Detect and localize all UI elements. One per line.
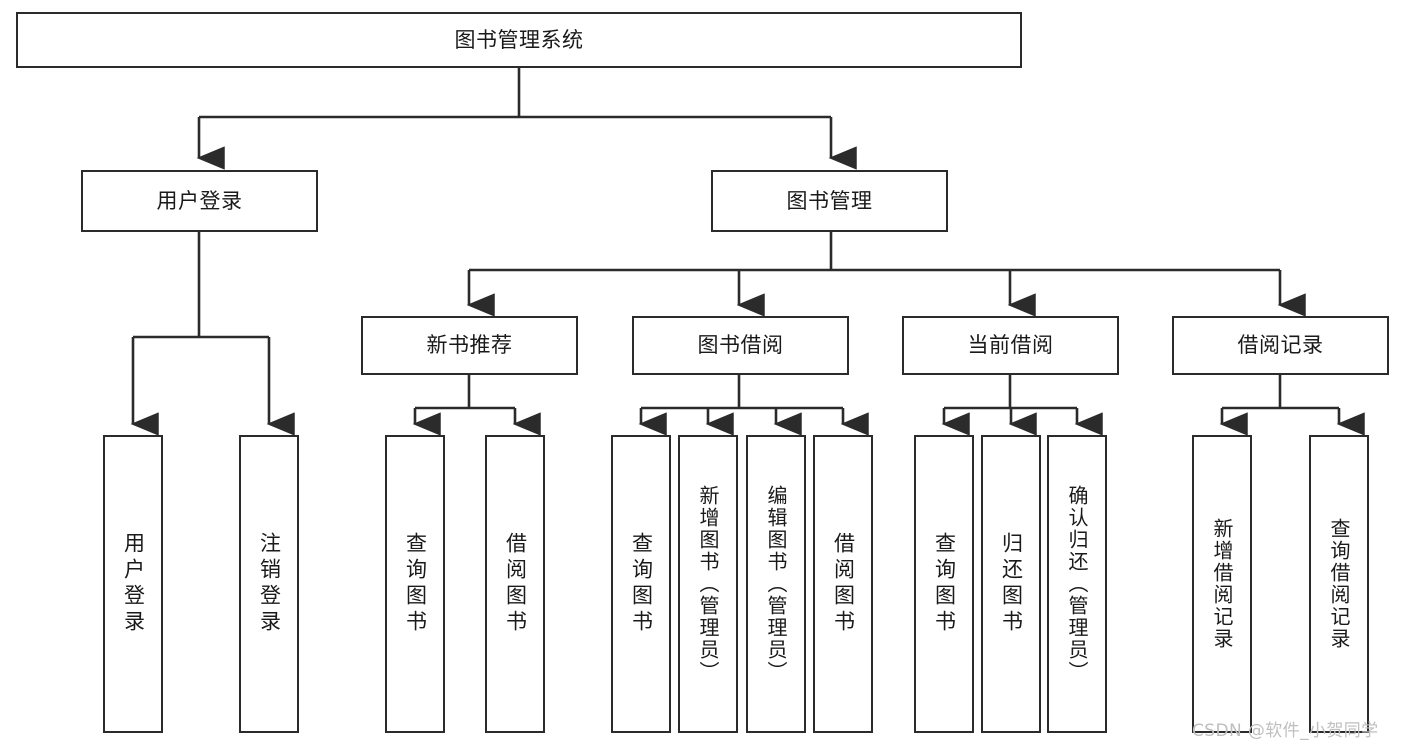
leaf-current-borrow-return[interactable]: 归还图书 <box>981 435 1041 733</box>
node-book-borrow[interactable]: 图书借阅 <box>632 316 849 375</box>
leaf-borrow-record-query[interactable]: 查询借阅记录 <box>1309 435 1369 733</box>
leaf-current-borrow-confirm[interactable]: 确认归还（管理员） <box>1047 435 1107 733</box>
leaf-borrow-record-add[interactable]: 新增借阅记录 <box>1192 435 1252 733</box>
node-borrow-record[interactable]: 借阅记录 <box>1172 316 1389 375</box>
leaf-book-borrow-add[interactable]: 新增图书（管理员） <box>678 435 738 733</box>
node-label: 图书借阅 <box>697 333 784 358</box>
node-label: 借阅记录 <box>1237 333 1324 358</box>
node-label: 确认归还（管理员） <box>1065 485 1089 683</box>
node-label: 图书管理系统 <box>454 27 584 52</box>
leaf-user-login-signout[interactable]: 注销登录 <box>239 435 299 733</box>
node-label: 用户登录 <box>156 188 243 213</box>
node-label: 新书推荐 <box>426 333 513 358</box>
csdn-watermark: CSDN @软件_小贺同学 <box>1192 721 1379 741</box>
node-user-login[interactable]: 用户登录 <box>81 170 318 232</box>
node-label: 当前借阅 <box>967 333 1054 358</box>
node-label: 编辑图书（管理员） <box>764 485 788 683</box>
node-label: 查询图书 <box>629 532 654 636</box>
node-label: 图书管理 <box>786 188 873 213</box>
node-label: 新增借阅记录 <box>1210 518 1234 650</box>
node-book-management[interactable]: 图书管理 <box>711 170 948 232</box>
leaf-current-borrow-query[interactable]: 查询图书 <box>914 435 974 733</box>
node-label: 注销登录 <box>257 532 282 636</box>
node-label: 借阅图书 <box>831 532 856 636</box>
node-label: 新增图书（管理员） <box>696 485 720 683</box>
node-label: 查询图书 <box>932 532 957 636</box>
node-label: 用户登录 <box>121 532 146 636</box>
leaf-book-borrow-edit[interactable]: 编辑图书（管理员） <box>746 435 806 733</box>
leaf-new-book-borrow[interactable]: 借阅图书 <box>485 435 545 733</box>
node-current-borrow[interactable]: 当前借阅 <box>902 316 1119 375</box>
leaf-user-login-signin[interactable]: 用户登录 <box>103 435 163 733</box>
leaf-book-borrow-lend[interactable]: 借阅图书 <box>813 435 873 733</box>
node-root-system[interactable]: 图书管理系统 <box>16 12 1022 68</box>
leaf-book-borrow-query[interactable]: 查询图书 <box>611 435 671 733</box>
node-label: 查询图书 <box>403 532 428 636</box>
node-label: 归还图书 <box>999 532 1024 636</box>
node-label: 借阅图书 <box>503 532 528 636</box>
node-new-book-recommend[interactable]: 新书推荐 <box>361 316 578 375</box>
leaf-new-book-query[interactable]: 查询图书 <box>385 435 445 733</box>
node-label: 查询借阅记录 <box>1327 518 1351 650</box>
